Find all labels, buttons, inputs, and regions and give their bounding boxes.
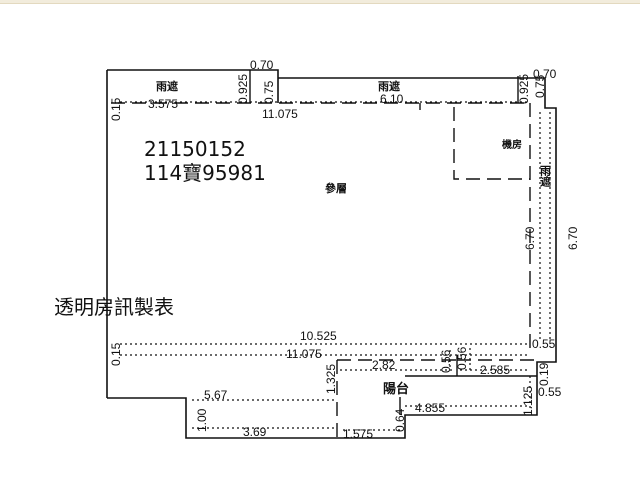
dim-670-outer: 6.70 — [566, 226, 580, 250]
outer-wall — [106, 69, 557, 439]
dotted-dimension-lines — [120, 101, 551, 431]
dim-056-a: 0.56 — [439, 349, 453, 373]
dim-1125: 1.125 — [521, 386, 535, 416]
case-number: 21150152 — [144, 137, 246, 161]
dim-11075-bottom: 11.075 — [286, 347, 322, 361]
dim-3575: 3.575 — [148, 97, 178, 111]
dim-1575: 1.575 — [343, 427, 373, 441]
dim-064: 0.64 — [393, 408, 407, 432]
room-balcony: 陽台 — [383, 381, 409, 397]
dim-019: 0.19 — [537, 362, 551, 386]
top-band-line — [0, 3, 640, 4]
dim-075-left: 0.75 — [262, 80, 276, 104]
reference-number: 114寶95981 — [144, 161, 266, 185]
wall-bottom-right — [337, 376, 538, 439]
wall-right — [530, 77, 557, 376]
dim-282: 2.82 — [372, 358, 396, 372]
room-rain-right: 雨遮 — [539, 165, 552, 188]
dim-055-a: 0.55 — [532, 337, 556, 351]
dim-369: 3.69 — [243, 425, 267, 439]
wall-bottom-left — [107, 397, 337, 439]
dim-10525: 10.525 — [300, 329, 337, 343]
dim-2585: 2.585 — [480, 363, 510, 377]
room-main: 參層 — [325, 181, 347, 195]
machine-room-line — [453, 107, 530, 180]
dim-670-inner: 6.70 — [523, 226, 537, 250]
dim-056-b: 0.56 — [455, 346, 469, 370]
dim-070-top-right: 0.70 — [533, 67, 557, 81]
wall-top-left — [107, 69, 279, 103]
dim-055-b: 0.55 — [538, 385, 562, 399]
dim-100: 1.00 — [195, 408, 209, 432]
dim-567: 5.67 — [204, 388, 228, 402]
caption: 透明房訊製表 — [54, 295, 174, 319]
dim-11075-top: 11.075 — [262, 107, 298, 121]
room-machine: 機房 — [502, 138, 522, 151]
tick-lines — [249, 70, 537, 415]
dim-4855: 4.855 — [415, 401, 445, 415]
dim-0925-left: 0.925 — [236, 74, 250, 104]
dim-075-right: 0.75 — [533, 74, 547, 98]
top-band — [0, 0, 640, 3]
room-rain-top-left: 雨遮 — [156, 79, 178, 93]
room-rain-top-right: 雨遮 — [378, 79, 400, 93]
dim-1325: 1.325 — [324, 364, 338, 394]
dim-070-top: 0.70 — [250, 58, 274, 72]
dim-0925-right: 0.925 — [517, 74, 531, 104]
dim-015-top: 0.15 — [109, 97, 123, 121]
dim-610: 6.10 — [380, 92, 404, 106]
dim-015-bottom: 0.15 — [109, 342, 123, 366]
